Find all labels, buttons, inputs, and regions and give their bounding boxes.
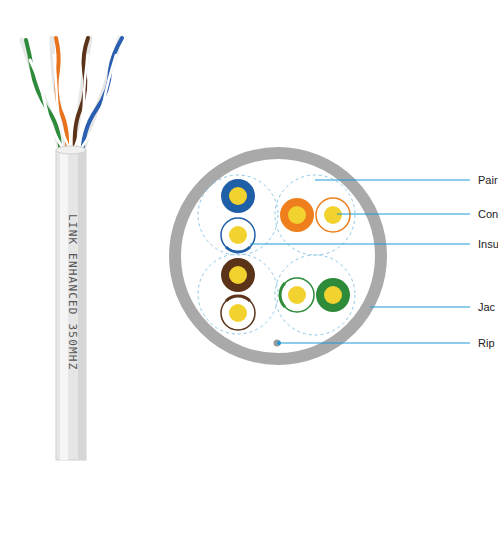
leader-lines (250, 180, 470, 343)
leader-dot (277, 341, 281, 345)
twisted-wires (22, 38, 122, 160)
cable-jacket (56, 146, 86, 460)
jacket-ring (175, 153, 381, 359)
callout-label: Rip (478, 337, 495, 349)
cross-section (175, 153, 381, 359)
conductors (221, 179, 350, 330)
callout-label: Jac (478, 301, 495, 313)
callout-label: Insu (478, 238, 498, 250)
callout-label: Con (478, 208, 498, 220)
pair-boundaries (198, 175, 355, 335)
cable-marking: LINK ENHANCED 350MHZ (66, 214, 78, 370)
callout-label: Pair (478, 174, 498, 186)
rip-cord (274, 340, 281, 347)
